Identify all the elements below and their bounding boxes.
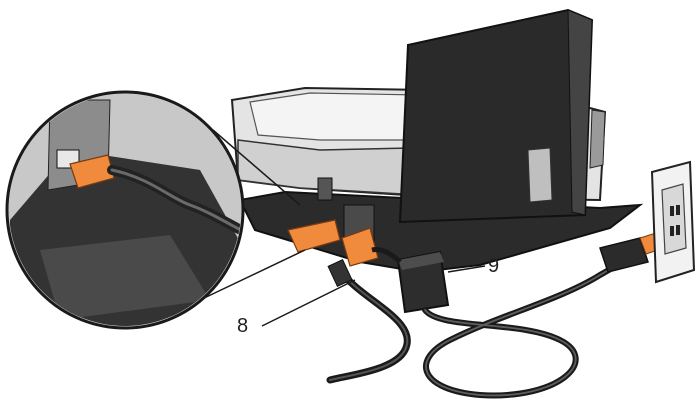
printer-lid (250, 93, 420, 140)
usb-cable (328, 260, 407, 380)
power-plug (600, 238, 648, 272)
callout-label-usb-cable: 8 (237, 316, 248, 336)
callout-8-leader (262, 280, 355, 326)
callout-label-power-supply: 9 (488, 256, 499, 276)
paper-guide (528, 148, 552, 202)
paper-support (400, 10, 592, 222)
wall-outlet (652, 162, 694, 282)
rear-usb-port (318, 178, 332, 200)
printer-side (590, 110, 605, 168)
